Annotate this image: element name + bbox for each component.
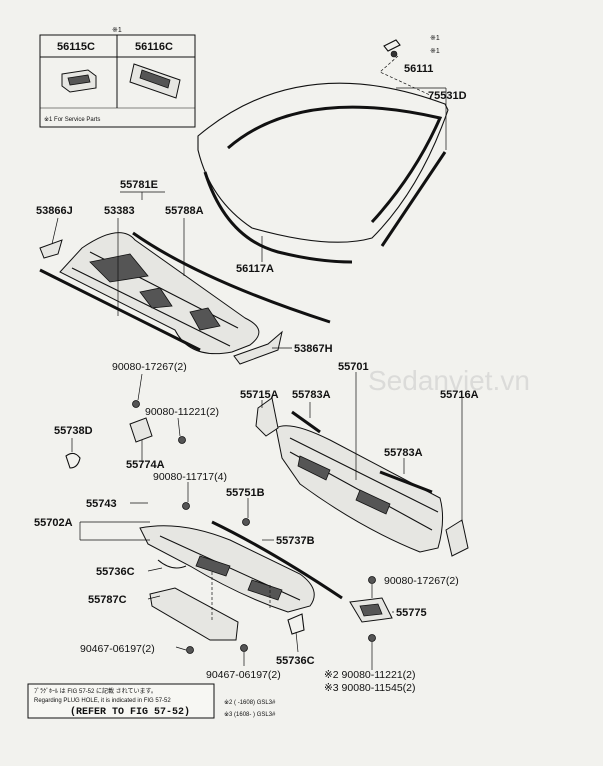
callout-55702a: 55702A	[34, 517, 73, 529]
callout-90080-11545: ※3 90080-11545(2)	[324, 682, 416, 694]
callout-55787c: 55787C	[88, 594, 127, 606]
callout-53867h: 53867H	[294, 343, 333, 355]
watermark: Sedanviet.vn	[368, 365, 530, 396]
service-parts-note: ※1 For Service Parts	[44, 116, 100, 123]
callout-90080-11717: 90080-11717(4)	[153, 471, 227, 483]
reference-box: ﾌﾟﾗｸﾞﾎｰﾙ は FIG 57-52 に記載 されています。 Regardi…	[27, 683, 215, 719]
reference-line-1: ﾌﾟﾗｸﾞﾎｰﾙ は FIG 57-52 に記載 されています。	[34, 687, 157, 695]
callout-55736c-b: 55736C	[276, 655, 315, 667]
leader-lines	[51, 87, 463, 670]
callout-55783a-a: 55783A	[292, 389, 331, 401]
callout-90467-06197-a: 90467-06197(2)	[80, 643, 155, 655]
reference-refer: (REFER TO FIG 57-52)	[70, 706, 190, 718]
callout-55783a-b: 55783A	[384, 447, 423, 459]
callout-55701: 55701	[338, 361, 369, 373]
callout-56117a: 56117A	[236, 263, 274, 275]
callout-55738d: 55738D	[54, 425, 93, 437]
clip-56116c-drawing	[129, 63, 181, 99]
callout-mark1b: ※1	[430, 48, 440, 55]
footnote-3: ※3 (1608- ) GSL3#	[224, 711, 276, 718]
callout-55736c-a: 55736C	[96, 566, 135, 578]
callout-53866j: 53866J	[36, 205, 73, 217]
callout-labels: ※1 ※1 56111 75531D 55781E 53866J 53383 5…	[34, 35, 479, 694]
callout-53383: 53383	[104, 205, 135, 217]
callout-55737b: 55737B	[276, 535, 315, 547]
callout-56111: 56111	[404, 63, 433, 75]
cowl-inner-panel-55702a	[65, 417, 393, 641]
clip-56115c-drawing	[61, 69, 97, 93]
service-part-56116c: 56116C	[135, 41, 173, 53]
callout-55715a: 55715A	[240, 389, 279, 401]
service-box-marker: ※1	[112, 27, 122, 34]
cowl-panel-55701	[255, 397, 469, 557]
callout-mark1a: ※1	[430, 35, 440, 42]
callout-55774a: 55774A	[126, 459, 165, 471]
callout-55788a: 55788A	[165, 205, 204, 217]
callout-55751b: 55751B	[226, 487, 265, 499]
callout-55743: 55743	[86, 498, 117, 510]
callout-90080-11221-a: 90080-11221(2)	[145, 406, 219, 418]
callout-55716a: 55716A	[440, 389, 479, 401]
footnotes: ※2 ( -1608) GSL3# ※3 (1608- ) GSL3#	[224, 699, 276, 718]
callout-55775: 55775	[396, 607, 427, 619]
callout-90080-17267-a: 90080-17267(2)	[112, 361, 187, 373]
callout-90080-11221-b: ※2 90080-11221(2)	[324, 669, 416, 681]
footnote-2: ※2 ( -1608) GSL3#	[224, 699, 276, 706]
cowl-top-ventilator-louver	[39, 231, 331, 365]
bolts	[132, 400, 376, 654]
reference-line-2: Regarding PLUG HOLE, it is indicated in …	[34, 698, 171, 704]
callout-55781e: 55781E	[120, 179, 158, 191]
callout-90080-17267-b: 90080-17267(2)	[384, 575, 459, 587]
callout-90467-06197-b: 90467-06197(2)	[206, 669, 281, 681]
windshield-glass	[197, 39, 449, 264]
service-parts-box: ※1 56115C 56116C ※1 For Service Parts	[39, 27, 196, 128]
callout-75531d: 75531D	[428, 90, 467, 102]
service-part-56115c: 56115C	[57, 41, 95, 53]
